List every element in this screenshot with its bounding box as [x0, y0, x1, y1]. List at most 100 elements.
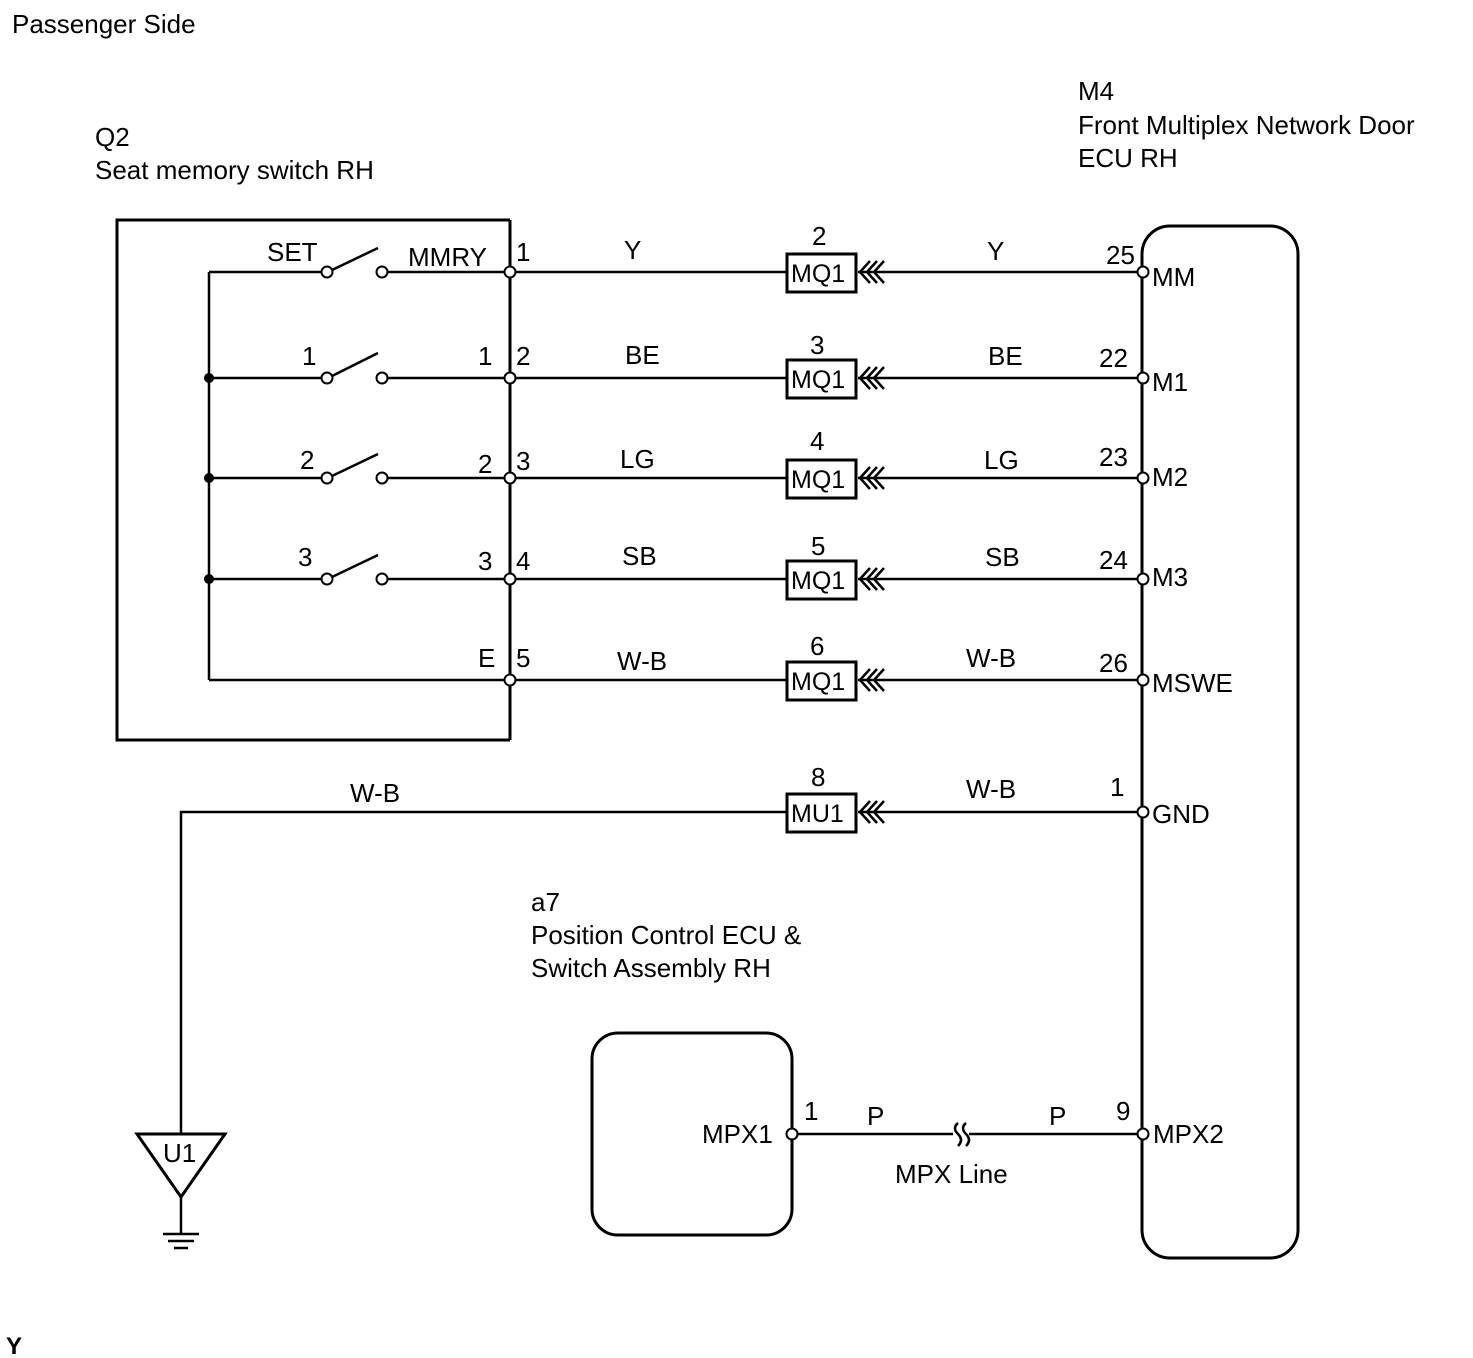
a7-pin-number: 1	[804, 1096, 818, 1126]
m4-terminal-name: MM	[1152, 262, 1195, 292]
switch-common-output: E	[478, 643, 495, 673]
connector-code: MQ1	[791, 567, 845, 595]
wire-color-right: W-B	[966, 643, 1016, 673]
connector-box	[785, 559, 858, 601]
switch-set-label: SET	[267, 237, 318, 267]
m4-pin-number: 9	[1116, 1096, 1130, 1126]
m4-code: M4	[1078, 76, 1114, 106]
switch-set: SET MMRY	[267, 237, 510, 279]
wire-color-right: LG	[984, 445, 1019, 475]
connector-code: MQ1	[791, 366, 845, 394]
wire-color-left: P	[867, 1101, 884, 1131]
wire-row-mm: 1 Y MQ1 2 Y 25 MM	[503, 221, 1195, 294]
switch-2: 2 2	[300, 445, 510, 485]
m4-terminal-name: GND	[1152, 799, 1210, 829]
connector-box	[785, 660, 858, 702]
connector-mating-chevrons	[858, 800, 885, 824]
wire-color-left: Y	[624, 235, 641, 265]
footer-mark: Y	[6, 1333, 22, 1358]
connector-code: MQ1	[791, 466, 845, 494]
m4-pin-number: 25	[1106, 240, 1135, 270]
m4-terminal-name: M2	[1152, 462, 1188, 492]
ground-point-code: U1	[163, 1138, 196, 1168]
a7-terminal-name: MPX1	[702, 1119, 773, 1149]
m4-pin-number: 26	[1099, 648, 1128, 678]
q2-pin-number: 5	[516, 643, 530, 673]
m4-terminal-name: MPX2	[1153, 1119, 1224, 1149]
wire-color-right: P	[1049, 1101, 1066, 1131]
m4-pin-terminal	[1136, 471, 1150, 485]
switch-2-output: 2	[478, 449, 492, 479]
ground-point-u1: U1	[134, 1132, 228, 1250]
connector-box	[785, 358, 858, 400]
wire-color-right: SB	[985, 542, 1020, 572]
connector-pin: 5	[811, 531, 825, 561]
switch-1-output: 1	[478, 341, 492, 371]
q2-pin-terminal	[503, 471, 517, 485]
switch-3-label: 3	[298, 542, 312, 572]
wire-row-m3: 4 SB MQ1 5 SB 24 M3	[503, 531, 1188, 601]
connector-mating-chevrons	[858, 260, 885, 284]
q2-pin-number: 2	[516, 341, 530, 371]
diagram-title: Passenger Side	[12, 9, 196, 39]
connector-pin: 8	[811, 762, 825, 792]
connector-pin: 3	[810, 330, 824, 360]
junction-dot	[204, 473, 214, 483]
q2-pin-number: 1	[516, 237, 530, 267]
q2-switch-box	[115, 218, 512, 742]
m4-terminal-name: MSWE	[1152, 668, 1233, 698]
wire-color-left: W-B	[350, 778, 400, 808]
a7-name-line2: Switch Assembly RH	[531, 953, 771, 983]
m4-pin-terminal	[1136, 572, 1150, 586]
a7-code: a7	[531, 887, 560, 917]
m4-pin-terminal	[1136, 371, 1150, 385]
m4-pin-number: 23	[1099, 442, 1128, 472]
q2-pin-terminal	[503, 371, 517, 385]
ground-icon	[163, 1232, 199, 1250]
connector-mating-chevrons	[858, 466, 885, 490]
switch-1-label: 1	[302, 341, 316, 371]
wire-row-gnd: W-B MU1 8 W-B 1 GND	[179, 762, 1210, 1134]
connector-code: MQ1	[791, 668, 845, 696]
m4-ecu-box	[1140, 224, 1300, 1260]
wire-color-left: W-B	[617, 646, 667, 676]
connector-code: MQ1	[791, 260, 845, 288]
a7-name-line1: Position Control ECU &	[531, 920, 801, 950]
wire-color-left: BE	[625, 340, 660, 370]
connector-box	[785, 458, 858, 500]
q2-pin-number: 4	[516, 546, 530, 576]
m4-name-line2: ECU RH	[1078, 143, 1178, 173]
connector-mating-chevrons	[858, 366, 885, 390]
q2-pin-number: 3	[516, 446, 530, 476]
wire-color-right: W-B	[966, 774, 1016, 804]
q2-name: Seat memory switch RH	[95, 155, 374, 185]
m4-pin-terminal	[1136, 1127, 1150, 1141]
m4-name-line1: Front Multiplex Network Door	[1078, 110, 1415, 140]
connector-pin: 4	[810, 426, 824, 456]
m4-pin-terminal	[1136, 673, 1150, 687]
wire-color-right: Y	[987, 236, 1004, 266]
m4-pin-number: 1	[1110, 772, 1124, 802]
switch-1: 1 1	[302, 341, 510, 385]
connector-box	[785, 792, 858, 834]
junction-dot	[204, 574, 214, 584]
wire-break-icon	[953, 1122, 971, 1147]
connector-mating-chevrons	[858, 567, 885, 591]
wire-row-mswe: 5 W-B MQ1 6 W-B 26 MSWE	[503, 631, 1233, 702]
wire-row-m2: 3 LG MQ1 4 LG 23 M2	[503, 426, 1188, 500]
switch-3-output: 3	[478, 546, 492, 576]
mpx-line-label: MPX Line	[895, 1159, 1008, 1189]
ground-point-triangle	[134, 1132, 228, 1200]
wire-color-left: LG	[620, 444, 655, 474]
switch-set-output: MMRY	[408, 242, 487, 272]
q2-common-bus	[204, 270, 510, 682]
m4-terminal-name: M1	[1152, 367, 1188, 397]
m4-pin-number: 22	[1099, 343, 1128, 373]
connector-mating-chevrons	[858, 668, 885, 692]
mpx-line: MPX1 1 P P MPX Line 9 MPX2	[702, 1096, 1224, 1189]
connector-pin: 2	[812, 221, 826, 251]
m4-pin-terminal	[1136, 805, 1150, 819]
switch-3: 3 3	[298, 542, 510, 586]
